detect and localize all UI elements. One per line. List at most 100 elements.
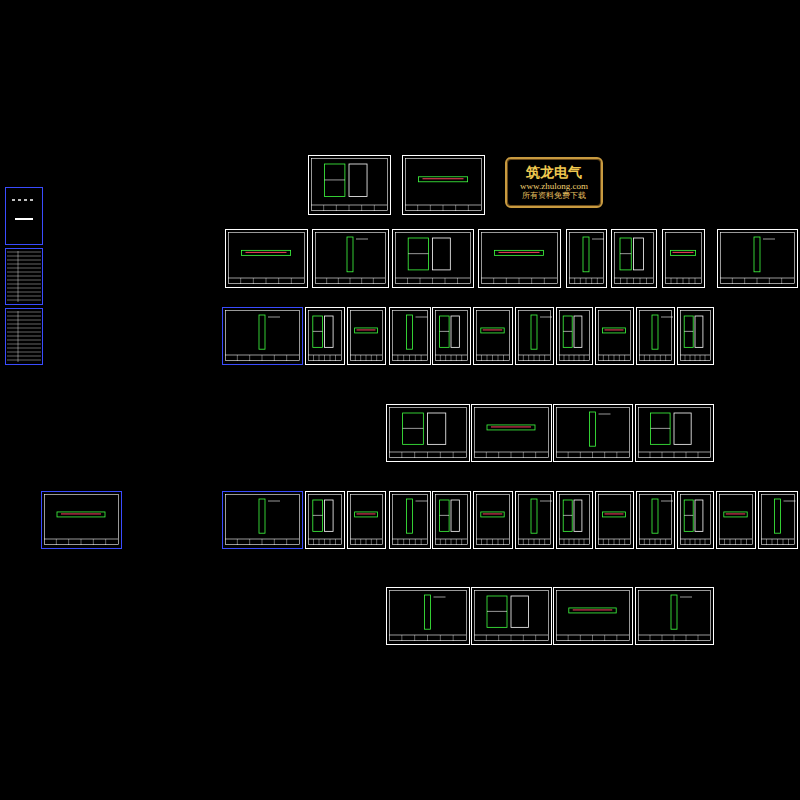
- title-block-line: [686, 452, 687, 458]
- drawing-sheet: [557, 308, 593, 365]
- title-block-line: [457, 278, 458, 284]
- sheet-frame: [229, 233, 305, 284]
- cabinet-outline: [451, 500, 459, 531]
- title-block-line: [564, 539, 565, 545]
- cabinet-detail: [684, 331, 693, 332]
- drawing-sheet: [678, 308, 714, 365]
- title-block-line: [417, 205, 418, 211]
- title-block-line: [503, 355, 504, 361]
- cabinet-outline: [511, 596, 529, 627]
- leader-line: [680, 597, 692, 598]
- sheet-frame: [681, 311, 711, 361]
- profile-detail: [573, 609, 613, 610]
- drawing-sheet: [596, 308, 634, 365]
- title-block-line: [468, 205, 469, 211]
- title-block-line: [319, 355, 320, 361]
- title-block-line: [732, 278, 733, 284]
- index-sheet: [6, 249, 43, 305]
- title-block-line: [665, 539, 666, 545]
- title-block-line: [403, 539, 404, 545]
- drawing-sheet: [557, 492, 593, 549]
- drawing-sheet: [472, 405, 552, 462]
- title-block-line: [619, 355, 620, 361]
- sheet-frame: [599, 311, 631, 361]
- logo-text: www.zhulong.com: [520, 181, 588, 191]
- index-sheet: [6, 188, 43, 245]
- title-block-line: [336, 205, 337, 211]
- sheet-frame: [615, 233, 654, 284]
- title-block-line: [371, 355, 372, 361]
- title-block-line: [544, 355, 545, 361]
- leader-line: [416, 501, 428, 502]
- bar-detail: [407, 315, 413, 349]
- table-row: [7, 320, 41, 321]
- bar-detail: [754, 237, 760, 272]
- bar-detail: [531, 499, 537, 533]
- cabinet-outline: [674, 413, 691, 444]
- table-row: [7, 328, 41, 329]
- table-row: [7, 256, 41, 257]
- cabinet-outline: [324, 164, 345, 196]
- sheet-frame: [599, 495, 631, 545]
- table-row: [7, 340, 41, 341]
- title-block-line: [445, 539, 446, 545]
- title-block-line: [766, 539, 767, 545]
- title-block-line: [451, 355, 452, 361]
- cabinet-outline: [349, 164, 367, 196]
- title-block-line: [614, 355, 615, 361]
- table-row: [7, 280, 41, 281]
- title-block-line: [415, 539, 416, 545]
- title-block-line: [361, 205, 362, 211]
- profile-detail: [483, 329, 503, 330]
- title-block-line: [569, 355, 570, 361]
- cabinet-detail: [408, 253, 428, 254]
- title-block-line: [608, 539, 609, 545]
- title-block-line: [291, 278, 292, 284]
- leader-line: [784, 501, 796, 502]
- table-row: [7, 360, 41, 361]
- sheet-frame: [351, 311, 383, 361]
- title-block-line: [544, 539, 545, 545]
- title-block-line: [544, 278, 545, 284]
- title-block-line: [409, 355, 410, 361]
- title-block-line: [695, 278, 696, 284]
- table-row: [7, 268, 41, 269]
- cabinet-outline: [433, 238, 451, 270]
- drawing-sheet: [567, 230, 607, 288]
- title-block-line: [769, 278, 770, 284]
- title-block-line: [685, 355, 686, 361]
- sheet-frame: [720, 495, 753, 545]
- drawing-sheet: [403, 156, 485, 215]
- drawing-sheet: [554, 405, 633, 462]
- table-row: [7, 288, 41, 289]
- sheet-frame: [639, 591, 711, 641]
- sheet-frame: [226, 495, 300, 545]
- cabinet-detail: [313, 331, 323, 332]
- sheet-frame: [560, 495, 590, 545]
- cabinet-outline: [695, 500, 703, 531]
- title-block-line: [407, 278, 408, 284]
- cabinet-outline: [487, 596, 507, 627]
- cabinet-outline: [574, 500, 582, 531]
- title-block-line: [690, 539, 691, 545]
- title-block-line: [440, 452, 441, 458]
- title-block-line: [262, 539, 263, 545]
- title-block-line: [262, 355, 263, 361]
- title-block-line: [564, 355, 565, 361]
- drawing-sheet: [718, 230, 798, 288]
- title-block-line: [278, 278, 279, 284]
- bar-detail: [775, 499, 781, 533]
- profile-detail: [605, 329, 624, 330]
- title-block-line: [698, 635, 699, 641]
- table-row: [7, 252, 41, 253]
- title-block-line: [376, 355, 377, 361]
- drawing-sheet: [474, 308, 513, 365]
- table-row: [7, 324, 41, 325]
- sheet-frame: [390, 408, 467, 458]
- title-block-line: [523, 355, 524, 361]
- profile-detail: [673, 252, 694, 253]
- drawing-sheet: [42, 492, 122, 549]
- cabinet-outline: [620, 238, 631, 270]
- title-block-line: [660, 539, 661, 545]
- title-block-line: [603, 539, 604, 545]
